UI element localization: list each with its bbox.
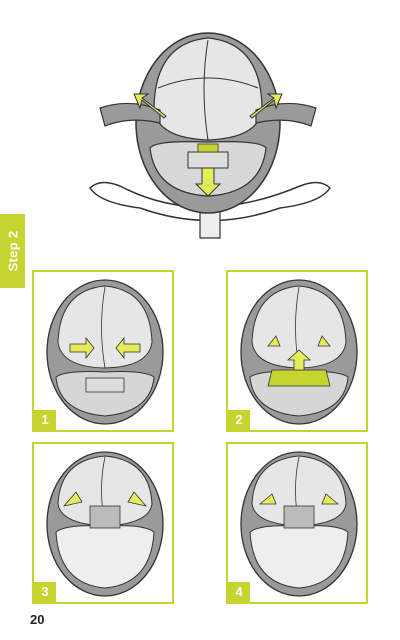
panel-number-badge: 4	[228, 582, 250, 602]
seat-illustration	[240, 451, 358, 597]
seat-illustration	[46, 451, 164, 597]
instruction-panel-3: 3	[32, 442, 174, 604]
instruction-panel-4: 4	[226, 442, 368, 604]
main-assembly-illustration	[89, 32, 331, 239]
step-tab: Step 2	[0, 214, 25, 288]
seat-illustration	[240, 279, 358, 425]
seat-illustration	[46, 279, 164, 425]
page-number: 20	[30, 612, 45, 627]
step-label: Step 2	[5, 230, 20, 272]
panel-number-badge: 3	[34, 582, 56, 602]
instruction-panel-1: 1	[32, 270, 174, 432]
panel-number-badge: 2	[228, 410, 250, 430]
panel-number-badge: 1	[34, 410, 56, 430]
instruction-panel-2: 2	[226, 270, 368, 432]
